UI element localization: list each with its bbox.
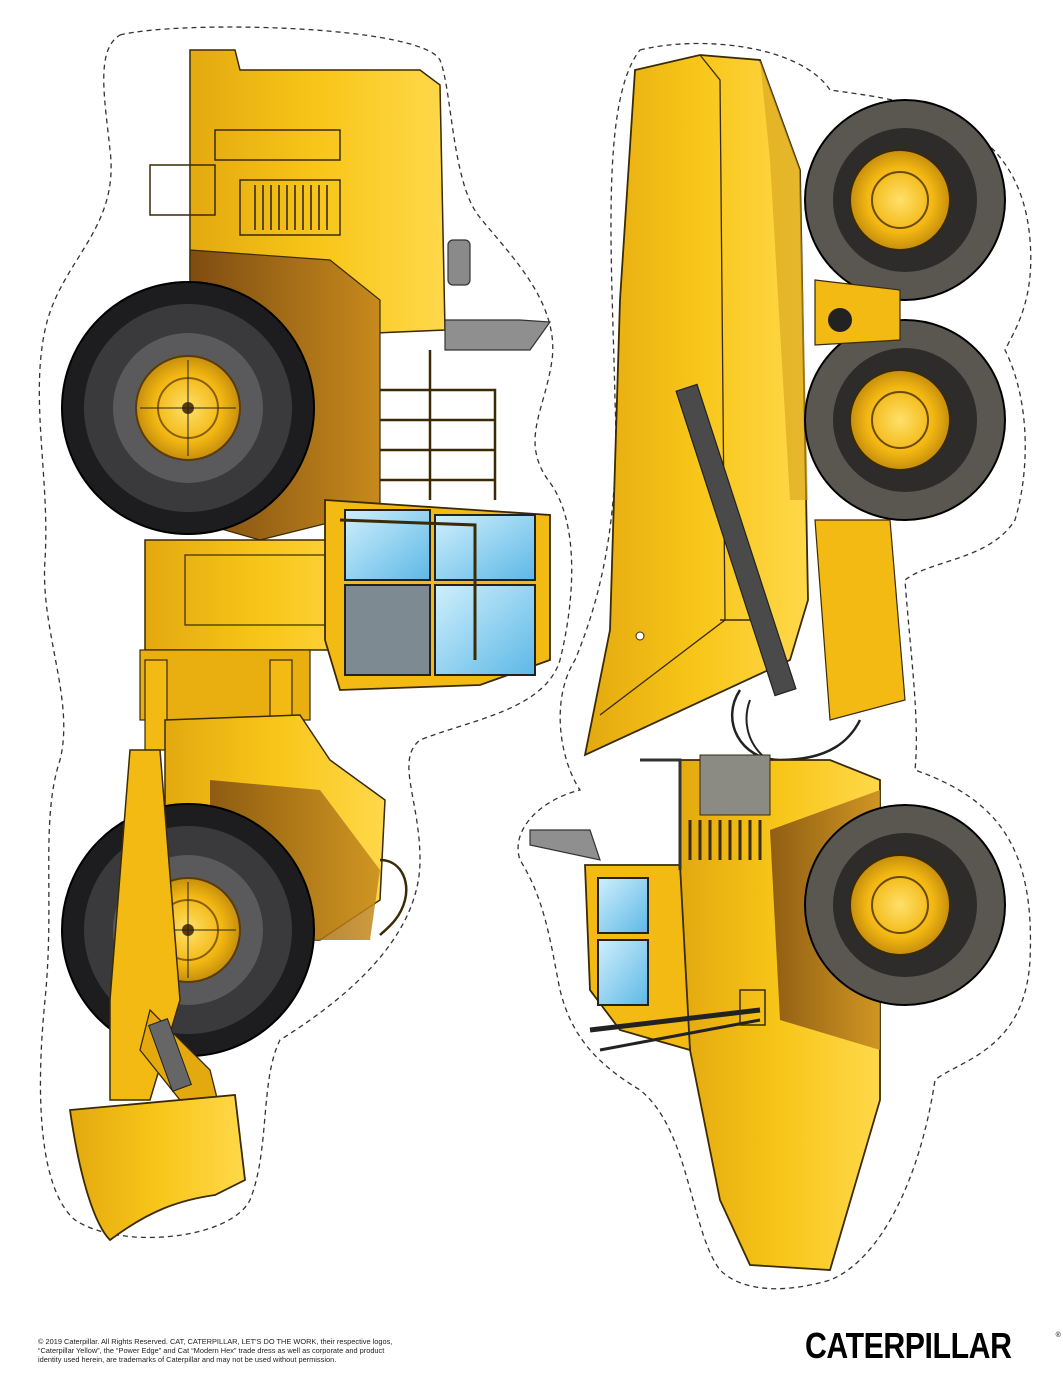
- registered-mark: ®: [1055, 1332, 1061, 1339]
- wheel-loader-icon: [38, 26, 573, 1242]
- truck-cab-icon: [584, 758, 691, 1052]
- caterpillar-wordmark: CATERPILLAR: [805, 1325, 1012, 1366]
- loader-rear-tire-icon: [61, 281, 315, 535]
- copyright-line-3: identity used herein, are trademarks of …: [38, 1355, 337, 1365]
- copyright-notice: © 2019 Caterpillar. All Rights Reserved.…: [38, 1337, 598, 1365]
- loader-cab-icon: [324, 499, 551, 691]
- truck-rear-tire-2-icon: [804, 319, 1006, 521]
- truck-rear-tire-1-icon: [804, 99, 1006, 301]
- truck-front-tire-icon: [804, 804, 1006, 1006]
- dump-truck-icon: [517, 42, 1032, 1290]
- loader-front-tire-icon: [61, 803, 315, 1057]
- copyright-line-1: © 2019 Caterpillar. All Rights Reserved.…: [38, 1337, 393, 1346]
- loader-bucket-icon: [68, 1094, 246, 1242]
- loader-cut-line: [38, 26, 573, 1239]
- caterpillar-logo: CATERPILLAR ®: [805, 1325, 1061, 1366]
- truck-cut-line: [517, 42, 1032, 1290]
- copyright-line-2: “Caterpillar Yellow”, the “Power Edge” a…: [38, 1346, 385, 1356]
